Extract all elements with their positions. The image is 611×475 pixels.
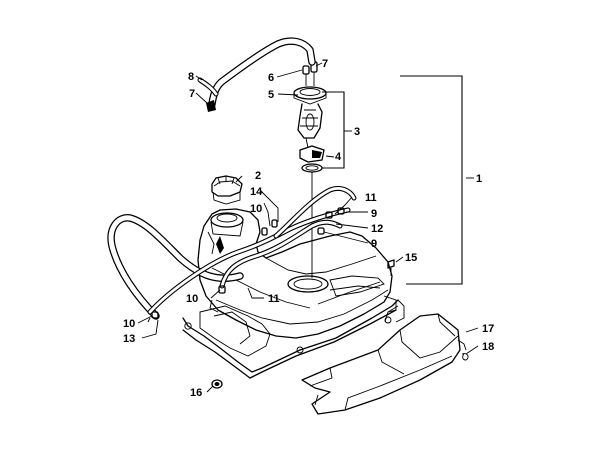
callout-labels: 1 2 3 4 5 6 7 7 8 9 9 10 10 10 11 11 12 … <box>123 58 494 399</box>
callout-5: 5 <box>268 89 274 101</box>
skid-plate-shield <box>301 305 461 415</box>
callout-10-left: 10 <box>123 318 135 330</box>
callout-7-left: 7 <box>189 88 195 100</box>
callout-16: 16 <box>190 387 202 399</box>
fuel-tank <box>197 208 397 339</box>
fuel-pump-assembly <box>293 61 327 278</box>
callout-12: 12 <box>371 223 383 235</box>
callout-2: 2 <box>255 170 261 182</box>
leader-lines <box>137 62 479 393</box>
callout-18: 18 <box>482 341 494 353</box>
callout-3: 3 <box>354 126 360 138</box>
callout-15: 15 <box>405 252 417 264</box>
callout-9-lower: 9 <box>371 238 377 250</box>
bracket-3 <box>322 91 345 169</box>
tank-support-tray <box>182 299 405 379</box>
callout-14: 14 <box>250 186 263 198</box>
callout-17: 17 <box>482 323 494 335</box>
callout-8: 8 <box>188 71 194 83</box>
callout-4: 4 <box>335 151 342 163</box>
fuel-cap <box>211 175 243 205</box>
callout-11-lower: 11 <box>268 293 280 305</box>
callout-6: 6 <box>268 72 274 84</box>
callout-9-upper: 9 <box>371 208 377 220</box>
callout-10-mid: 10 <box>186 293 198 305</box>
callout-11-upper: 11 <box>365 192 377 204</box>
callout-13: 13 <box>123 333 135 345</box>
grommet <box>211 379 223 389</box>
callout-10-upper: 10 <box>250 203 262 215</box>
screw <box>387 259 395 276</box>
bracket-1 <box>400 75 463 285</box>
callout-7-top: 7 <box>322 58 328 70</box>
callout-1: 1 <box>476 173 482 185</box>
fuel-lines <box>107 185 357 323</box>
vent-hose <box>197 37 316 112</box>
